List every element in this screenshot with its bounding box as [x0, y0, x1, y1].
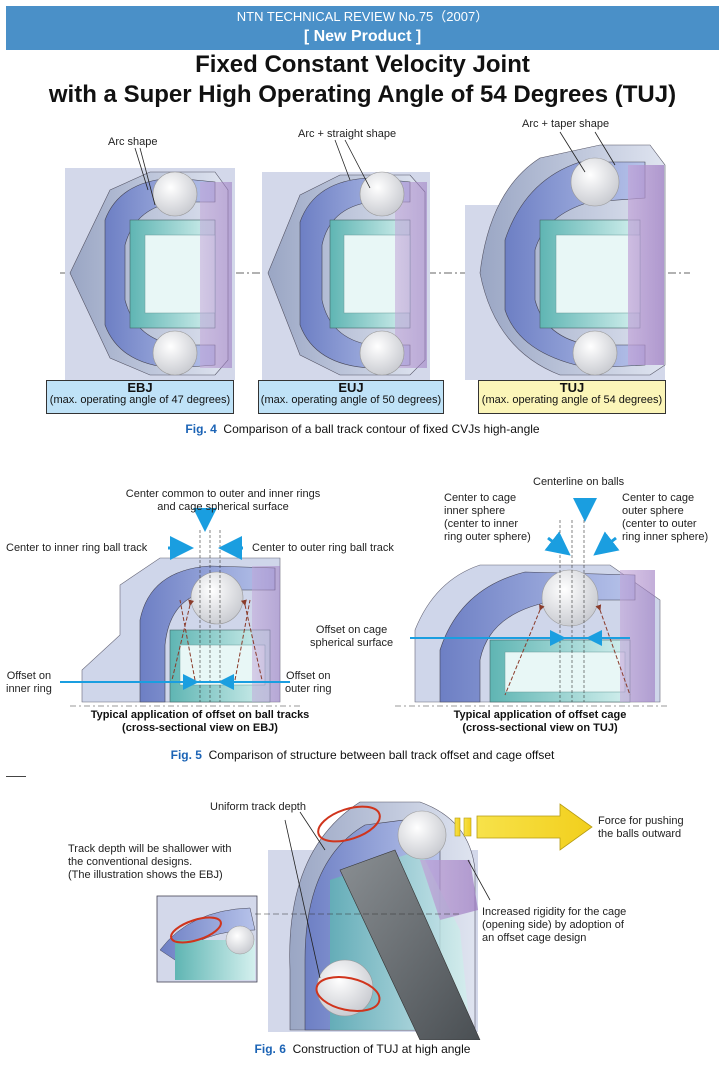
fig5-caption: Fig. 5 Comparison of structure between b… [0, 748, 725, 762]
center-outer-track-label: Center to outer ring ball track [252, 542, 394, 554]
fig6-caption: Fig. 6 Construction of TUJ at high angle [0, 1042, 725, 1056]
offset-cage-label: Offset on cage spherical surface [310, 624, 394, 649]
euj-desc: (max. operating angle of 50 degrees) [260, 394, 442, 406]
ebj-section-drawing [60, 508, 300, 707]
fig4-caption-number: Fig. 4 [185, 422, 217, 436]
euj-joint-drawing [262, 171, 430, 380]
section-label: [ New Product ] [303, 28, 422, 45]
ebj-name: EBJ [127, 380, 153, 395]
ebj-box: EBJ (max. operating angle of 47 degrees) [46, 380, 234, 414]
ebj-inset-drawing [156, 895, 258, 983]
tuj-high-angle-drawing [255, 801, 491, 1040]
page-title-line1: Fixed Constant Velocity Joint [195, 51, 530, 78]
offset-outer-label: Offset on outer ring [285, 670, 332, 695]
force-arrow [454, 803, 593, 851]
cage-rigidity-label: Increased rigidity for the cage (opening… [482, 906, 627, 944]
ebj-joint-drawing [65, 168, 235, 380]
shallower-track-label: Track depth will be shallower with the c… [68, 843, 232, 881]
offset-inner-label: Offset on inner ring [6, 670, 52, 695]
journal-issue: NTN TECHNICAL REVIEW No.75（2007） [236, 9, 489, 24]
fig5-caption-text: Comparison of structure between ball tra… [208, 748, 555, 762]
euj-name: EUJ [338, 380, 364, 395]
fig4-caption: Fig. 4 Comparison of a ball track contou… [0, 422, 725, 436]
fig6-illustrations [156, 801, 593, 1040]
center-inner-track-label: Center to inner ring ball track [6, 542, 148, 554]
ebj-section-caption: Typical application of offset on ball tr… [90, 709, 310, 734]
fig6-caption-text: Construction of TUJ at high angle [292, 1042, 471, 1056]
cage-outer-center-label: Center to cage outer sphere (center to o… [622, 492, 709, 543]
force-label: Force for pushing the balls outward [598, 815, 684, 840]
tuj-desc: (max. operating angle of 54 degrees) [481, 394, 663, 406]
fig4-caption-text: Comparison of a ball track contour of fi… [223, 422, 540, 436]
tuj-section-caption: Typical application of offset cage (cros… [453, 709, 627, 734]
page-title-line2: with a Super High Operating Angle of 54 … [48, 81, 677, 108]
tuj-box: TUJ (max. operating angle of 54 degrees) [478, 380, 666, 414]
fig4-illustrations [60, 131, 690, 380]
centerline-balls-label: Centerline on balls [533, 476, 625, 488]
tuj-name: TUJ [559, 380, 585, 395]
fig5-illustrations [60, 498, 670, 707]
margin-rule [6, 776, 26, 777]
center-common-label: Center common to outer and inner rings a… [125, 488, 321, 513]
ebj-desc: (max. operating angle of 47 degrees) [49, 394, 231, 406]
fig6-caption-number: Fig. 6 [254, 1042, 286, 1056]
fig5-caption-number: Fig. 5 [170, 748, 202, 762]
euj-box: EUJ (max. operating angle of 50 degrees) [258, 380, 444, 414]
tuj-section-drawing [395, 498, 670, 707]
uniform-track-label: Uniform track depth [210, 801, 306, 813]
arc-shape-label: Arc shape [108, 136, 158, 148]
cage-inner-center-label: Center to cage inner sphere (center to i… [444, 492, 531, 543]
journal-header: NTN TECHNICAL REVIEW No.75（2007） [ New P… [6, 6, 719, 50]
tuj-joint-drawing [465, 144, 666, 380]
arc-straight-label: Arc + straight shape [298, 128, 397, 140]
arc-taper-label: Arc + taper shape [522, 118, 610, 130]
